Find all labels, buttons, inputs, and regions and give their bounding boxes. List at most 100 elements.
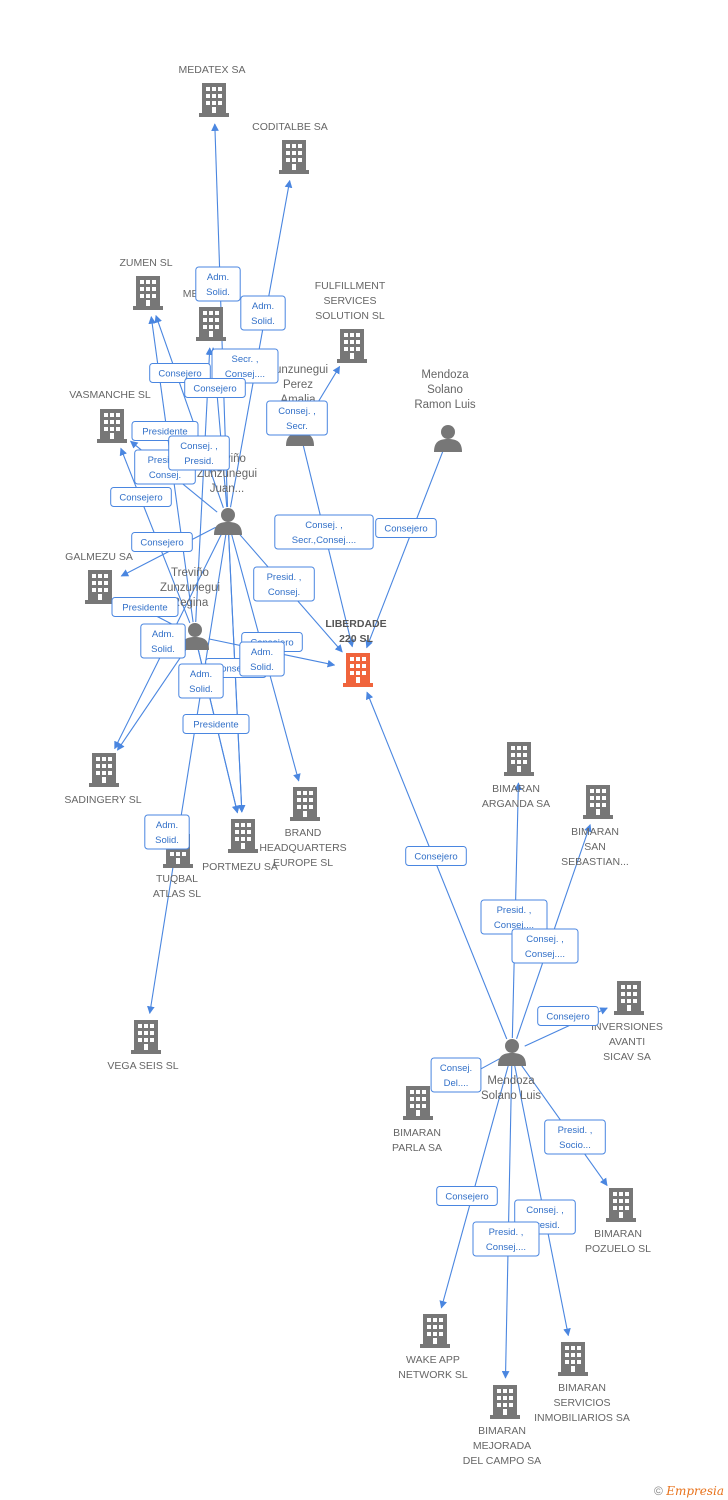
- brand-logo[interactable]: Empresia: [666, 1484, 724, 1498]
- edge-label-p_zunzunegui_amalia-to-liberdade[interactable]: Consej. ,Secr.,Consej....: [274, 514, 374, 550]
- edge-label-p_mendoza_luis-to-wakeapp[interactable]: Consejero: [436, 1186, 498, 1206]
- footer: © Empresia: [654, 1484, 724, 1498]
- building-icon: [89, 753, 119, 787]
- edge-label-p_trevino_juan-to-liberdade[interactable]: Presid. ,Consej.: [253, 566, 315, 602]
- edge-label-text: Consej....: [225, 369, 265, 380]
- building-icon: [97, 409, 127, 443]
- building-icon: [85, 570, 115, 604]
- edge-label-text: Presid. ,: [148, 455, 183, 466]
- edge-label-text: Secr. ,: [232, 354, 259, 365]
- node-label: Perez: [283, 379, 313, 391]
- edge-label-p_trevino_juan-to-portmezu[interactable]: Adm.Solid.: [239, 641, 285, 677]
- edge-label-text: Solid.: [155, 835, 179, 846]
- edge-label-text: Del....: [444, 1078, 469, 1089]
- node-label: Mendoza: [487, 1075, 535, 1087]
- edge-label-p_mendoza_luis-to-liberdade[interactable]: Consejero: [405, 846, 467, 866]
- edge-label-p_mendoza_luis-to-bim_mejorada[interactable]: Presid. ,Consej....: [472, 1221, 540, 1257]
- node-label: PORTMEZU SA: [202, 861, 278, 873]
- edge-label-text: Secr.: [286, 421, 308, 432]
- edge-label-p_trevino_regina-to-sadingery[interactable]: Presidente: [111, 597, 179, 617]
- node-label: EUROPE SL: [273, 857, 333, 869]
- node-vasmanche[interactable]: VASMANCHE SL: [69, 389, 151, 443]
- node-label: BIMARAN: [571, 826, 619, 838]
- edge-label-p_mendoza_luis-to-bim_parla[interactable]: Consej. Del....: [430, 1057, 482, 1093]
- edge-label-p_trevino_juan-to-medatex[interactable]: Adm.Solid.: [195, 266, 241, 302]
- edge-label-p_mendoza_luis-to-bim_pozuelo[interactable]: Presid. ,Socio...: [544, 1119, 606, 1155]
- node-wakeapp[interactable]: WAKE APP NETWORK SL: [398, 1314, 468, 1381]
- building-icon: [420, 1314, 450, 1348]
- building-icon: [196, 307, 226, 341]
- edge-label-text: Consej. ,: [305, 520, 343, 531]
- edge-label-text: Adm.: [207, 272, 229, 283]
- edge-label-p_mendoza_ramon-to-liberdade[interactable]: Consejero: [375, 518, 437, 538]
- node-galmezu[interactable]: GALMEZU SA: [65, 551, 133, 604]
- edge-label-p_mendoza_luis-to-bim_sanseb[interactable]: Consej. ,Consej....: [511, 928, 579, 964]
- edge-label-p_trevino_juan-to-coditalbe[interactable]: Adm. Solid.: [240, 295, 286, 331]
- node-label: INVERSIONES: [591, 1021, 663, 1033]
- node-portmezu[interactable]: PORTMEZU SA: [202, 819, 278, 873]
- node-label: NETWORK SL: [398, 1369, 468, 1381]
- edge-label-text: Presidente: [122, 603, 167, 614]
- node-label: Zunzunegui: [197, 468, 257, 480]
- node-coditalbe[interactable]: CODITALBE SA: [252, 121, 328, 174]
- edge-label-p_zunzunegui_amalia-to-fulfillment[interactable]: Consej. ,Secr.: [266, 400, 328, 436]
- edge-label-text: Consejero: [119, 493, 162, 504]
- building-icon: [504, 742, 534, 776]
- edge-label-p_trevino_juan-to-galmezu[interactable]: Consejero: [110, 487, 172, 507]
- edge-line-p_trevino_juan-to-zumen: [154, 314, 224, 508]
- node-label: ATLAS SL: [153, 888, 201, 900]
- building-icon: [228, 819, 258, 853]
- edge-label-p_mendoza_luis-to-inversiones[interactable]: Consejero: [537, 1006, 599, 1026]
- edge-label-p_trevino_regina-to-portmezu[interactable]: Adm.Solid.: [178, 663, 224, 699]
- building-icon: [337, 329, 367, 363]
- edge-label-p_trevino_regina-to-galmezu[interactable]: Consejero: [131, 532, 193, 552]
- node-label: ZUMEN SL: [119, 257, 172, 269]
- edge-label-text: Solid.: [250, 662, 274, 673]
- node-label: GALMEZU SA: [65, 551, 133, 563]
- edge-label-p_trevino_regina-to-me[interactable]: Consejero: [184, 378, 246, 398]
- node-label: INMOBILIARIOS SA: [534, 1412, 630, 1424]
- node-medatex[interactable]: MEDATEX SA: [179, 64, 246, 117]
- edge-label-text: Adm.: [252, 301, 274, 312]
- node-bim_sanseb[interactable]: BIMARANSANSEBASTIAN...: [561, 785, 629, 868]
- node-label: DEL CAMPO SA: [463, 1455, 541, 1467]
- edge-label-p_trevino_regina-to-zumen[interactable]: Consej. ,Presid.: [168, 435, 230, 471]
- node-label: Ramon Luis: [414, 399, 476, 411]
- edge-label-text: Adm.: [152, 629, 174, 640]
- edge-label-text: Consej.: [440, 1063, 472, 1074]
- edge-label-p_trevino_regina-to-portmezu[interactable]: Presidente: [182, 714, 250, 734]
- node-label: MEDATEX SA: [179, 64, 246, 76]
- edge-label-text: Presidente: [142, 427, 187, 438]
- edge-label-text: Consejero: [384, 524, 427, 535]
- node-zumen[interactable]: ZUMEN SL: [119, 257, 173, 310]
- edge-label-text: Solid.: [251, 316, 275, 327]
- edge-label-p_trevino_juan-to-sadingery[interactable]: Adm.Solid.: [140, 623, 186, 659]
- person-icon: [498, 1039, 526, 1066]
- edge-label-text: Presid. ,: [267, 572, 302, 583]
- edge-label-text: Consejero: [414, 852, 457, 863]
- node-label: WAKE APP: [406, 1354, 460, 1366]
- node-label: SAN: [584, 841, 606, 853]
- edge-label-p_trevino_juan-to-vegaseis[interactable]: Adm.Solid.: [144, 814, 190, 850]
- node-label: LIBERDADE: [325, 618, 386, 630]
- node-sadingery[interactable]: SADINGERY SL: [64, 753, 142, 806]
- node-vegaseis[interactable]: VEGA SEIS SL: [107, 1020, 179, 1072]
- edge-line-p_trevino_juan-to-coditalbe: [229, 179, 293, 508]
- edge-label-p_trevino_juan-to-me[interactable]: Secr. , Consej....: [211, 348, 279, 384]
- edge-label-p_trevino_juan-to-zumen[interactable]: Consejero: [149, 363, 211, 383]
